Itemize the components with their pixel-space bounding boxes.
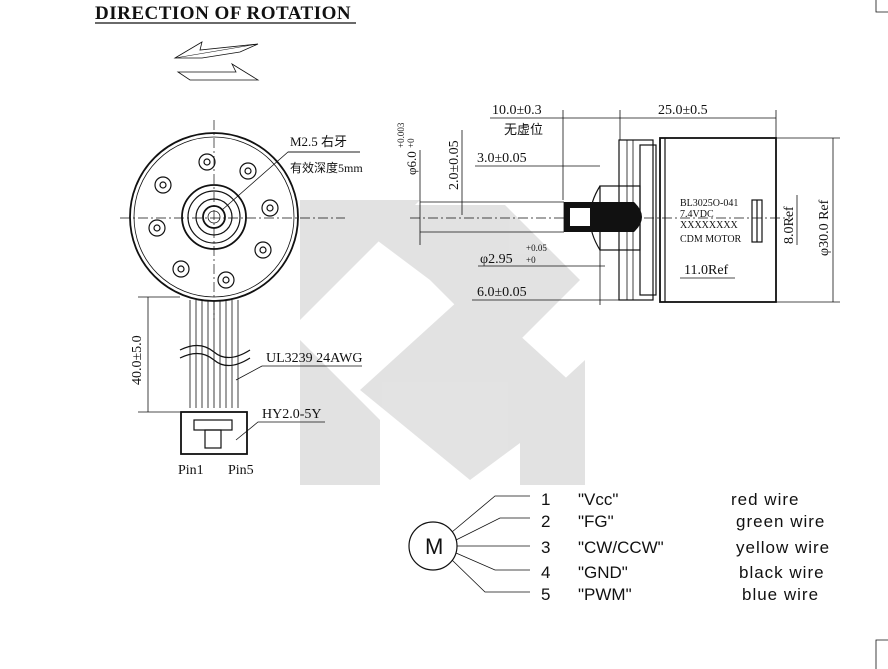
dim-hole-dia: φ6.0: [404, 151, 419, 175]
dim-body-length: 25.0±0.5: [658, 103, 708, 118]
body-label-line1: BL3025O-041: [680, 198, 738, 209]
side-view: BL3025O-041 7.4VDC XXXXXXXX CDM MOTOR 10…: [396, 103, 840, 305]
wire-row-5: 5 "PWM" blue wire: [541, 585, 819, 604]
wire-color: red wire: [731, 490, 799, 509]
corner-mark-top: [875, 0, 888, 13]
dim-shaft-length: 10.0±0.3: [492, 103, 542, 118]
dim-bore-tol-lower: +0: [526, 255, 536, 265]
pin-number: 5: [541, 585, 550, 604]
wire-color: yellow wire: [736, 538, 830, 557]
cable-type-label: UL3239 24AWG: [266, 351, 362, 366]
dim-bore: φ2.95: [480, 252, 513, 267]
pin-number: 2: [541, 512, 550, 531]
wire-color: green wire: [736, 512, 825, 531]
front-view: M2.5 右牙 有效深度5mm 40.0±5.0 UL3239 24AWG: [120, 120, 363, 478]
dim-shaft-length-note: 无虚位: [504, 122, 543, 137]
dim-step: 6.0±0.05: [477, 285, 527, 300]
dim-inner-ref: 11.0Ref: [684, 263, 729, 278]
wire-row-2: 2 "FG" green wire: [541, 512, 825, 531]
body-label-line3: XXXXXXXX: [680, 220, 739, 231]
pin-last-label: Pin5: [228, 463, 254, 478]
dim-depth: 3.0±0.05: [477, 151, 527, 166]
pin-first-label: Pin1: [178, 463, 204, 478]
pin-signal: "Vcc": [578, 490, 618, 509]
motor-symbol: M: [425, 534, 443, 559]
cable-length-dim: 40.0±5.0: [130, 335, 145, 385]
rotation-arrows-icon: [173, 41, 260, 81]
dim-outer-dia: φ30.0 Ref: [817, 199, 832, 256]
dim-hole-dia-tol-upper: +0.003: [396, 122, 406, 148]
pin-signal: "FG": [578, 512, 614, 531]
pin-number: 4: [541, 563, 550, 582]
wire-color: black wire: [739, 563, 825, 582]
dim-hole-dia-tol-lower: +0: [406, 138, 416, 148]
dim-flat-ref: 8.0Ref: [782, 206, 797, 244]
corner-mark-bottom: [875, 639, 888, 669]
wire-row-4: 4 "GND" black wire: [541, 563, 825, 582]
dim-bore-tol-upper: +0.05: [526, 243, 547, 253]
body-label-line4: CDM MOTOR: [680, 234, 742, 245]
pin-signal: "GND": [578, 563, 628, 582]
wiring-diagram: M: [408, 495, 530, 593]
pin-number: 1: [541, 490, 550, 509]
connector-type-label: HY2.0-5Y: [262, 407, 322, 422]
wire-color: blue wire: [742, 585, 819, 604]
wire-row-1: 1 "Vcc" red wire: [541, 490, 799, 509]
body-label-line2: 7.4VDC: [680, 209, 714, 220]
dim-height: 2.0±0.05: [447, 140, 462, 190]
pin-signal: "PWM": [578, 585, 632, 604]
thread-depth-label: 有效深度5mm: [290, 160, 363, 175]
thread-label: M2.5 右牙: [290, 134, 347, 149]
wire-row-3: 3 "CW/CCW" yellow wire: [541, 538, 830, 557]
pin-signal: "CW/CCW": [578, 538, 664, 557]
rotation-heading: DIRECTION OF ROTATION: [95, 3, 351, 24]
watermark-logo: [300, 200, 585, 485]
pin-number: 3: [541, 538, 550, 557]
